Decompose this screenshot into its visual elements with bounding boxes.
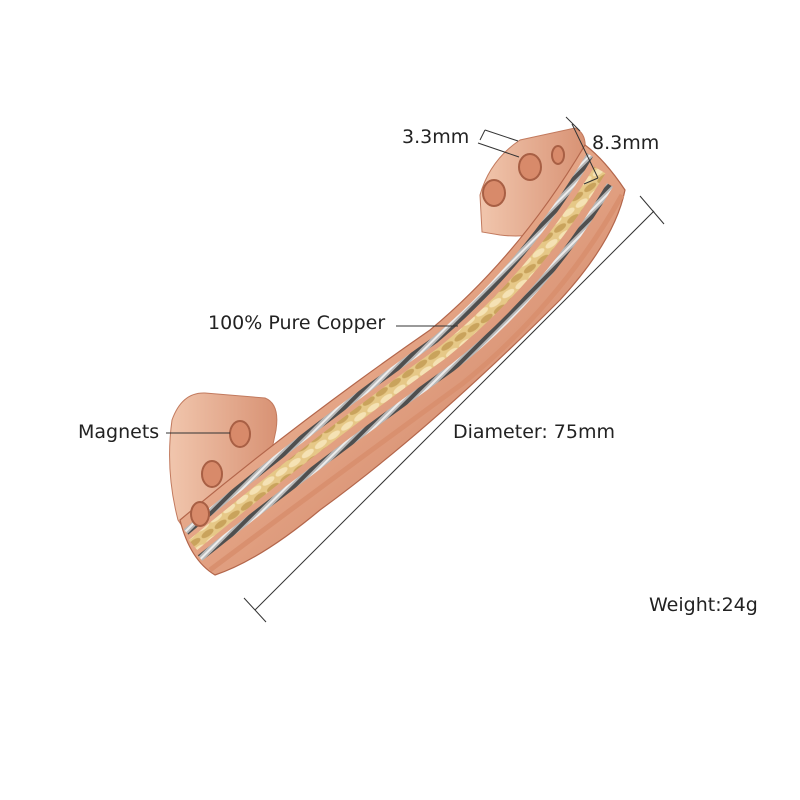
magnets-label: Magnets bbox=[78, 421, 160, 443]
weight-label: Weight:24g bbox=[649, 594, 758, 616]
silver-rope-top bbox=[183, 153, 594, 535]
cuff-rim bbox=[208, 193, 625, 573]
annotation-lines bbox=[166, 116, 665, 623]
magnets-left bbox=[190, 420, 251, 527]
material-label: 100% Pure Copper bbox=[208, 312, 386, 334]
width-label: 8.3mm bbox=[592, 132, 660, 154]
gold-braid bbox=[188, 166, 606, 550]
diameter-label: Diameter: 75mm bbox=[453, 421, 616, 443]
silver-rope-bottom bbox=[197, 183, 614, 561]
magnets-right bbox=[482, 145, 565, 207]
thickness-label: 3.3mm bbox=[402, 126, 470, 148]
